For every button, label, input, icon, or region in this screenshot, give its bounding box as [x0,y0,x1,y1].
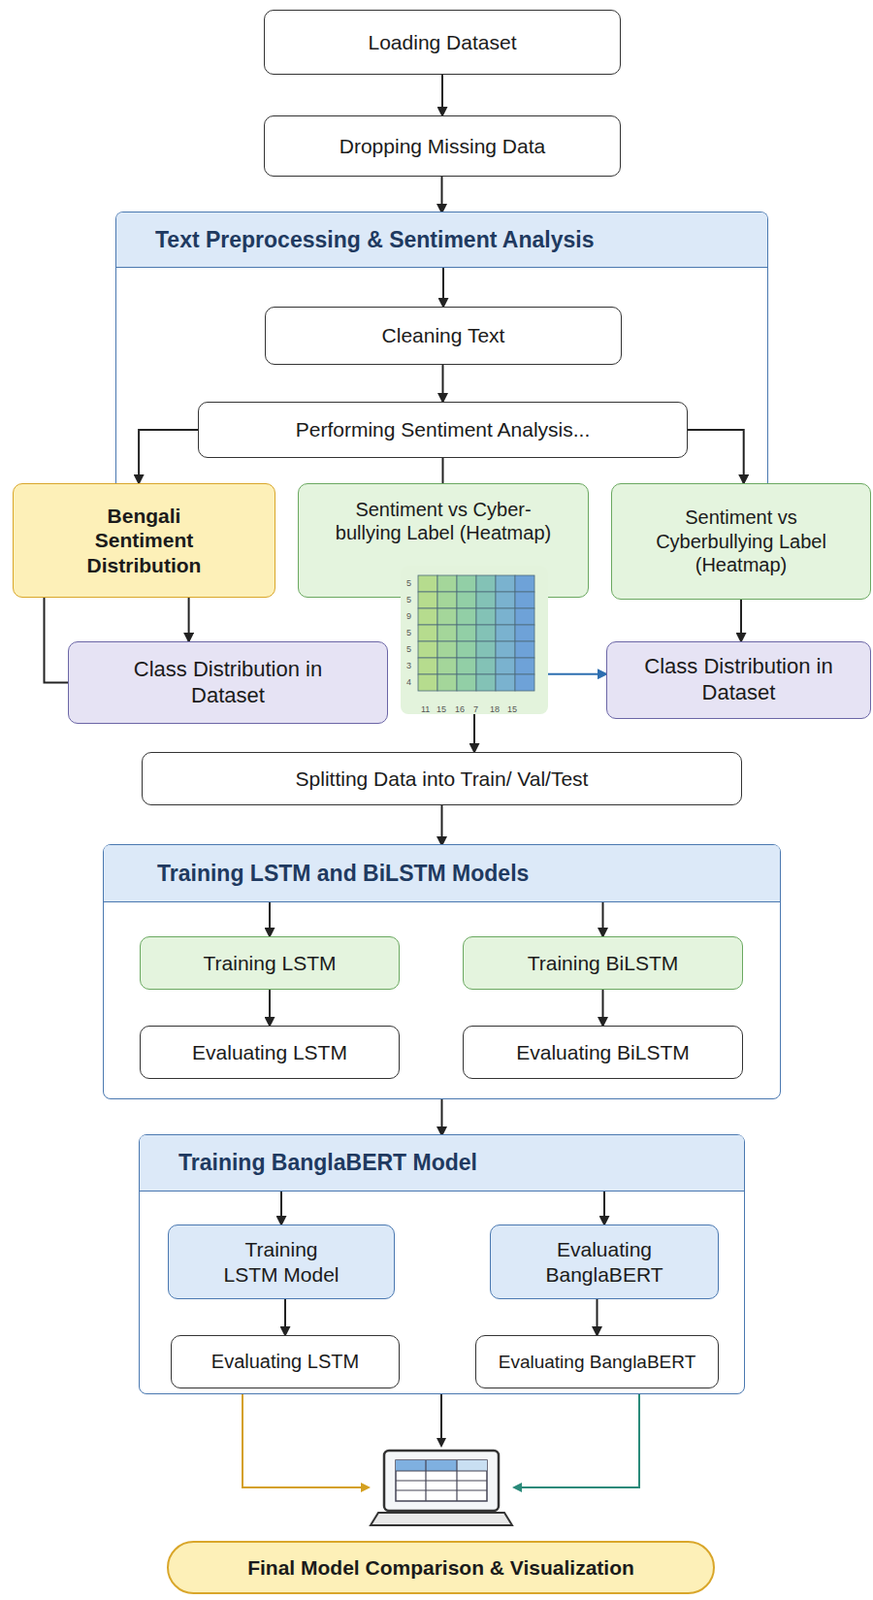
node-label: Sentiment vs Cyberbullying Label (Heatma… [625,505,857,577]
flow-arrow [441,805,444,845]
flow-arrow [44,597,69,683]
band-header: Training LSTM and BiLSTM Models [103,844,780,903]
flow-arrow [442,364,445,402]
flow-arrow [442,267,445,307]
axis-tick: 9 [406,612,412,621]
flow-arrow [473,713,476,752]
node-label: Performing Sentiment Analysis... [295,417,590,443]
band-title: Text Preprocessing & Sentiment Analysis [155,226,594,254]
axis-tick: 5 [406,628,412,638]
heatmap-grid [400,565,549,714]
node-label: Training LSTM [203,950,337,976]
node-label: Evaluating LSTM [211,1349,359,1373]
node-label: Class Distribution in Dataset [127,656,329,710]
node-label: Splitting Data into Train/ Val/Test [295,766,589,792]
node-label: Class Distribution in Dataset [636,653,841,707]
process-box: Evaluating BanglaBERT [475,1334,719,1389]
node-label: Bengali Sentiment Distribution [57,503,231,579]
stage-band: Training LSTM and BiLSTM ModelsTraining … [102,843,781,1100]
node-label: Dropping Missing Data [339,133,546,160]
axis-tick: 5 [406,645,412,654]
flow-arrow [268,989,271,1026]
axis-tick: 7 [473,705,479,714]
stage-band: Text Preprocessing & Sentiment AnalysisC… [115,211,769,484]
process-box: Evaluating BanglaBERT [489,1224,719,1299]
process-box: Training LSTM Model [167,1224,395,1299]
process-box: Evaluating LSTM [139,1025,400,1079]
flow-arrow [603,1191,606,1225]
axis-tick: 16 [454,705,465,714]
node-label: Training BiLSTM [527,950,679,976]
flow-arrow [441,176,444,213]
flow-arrow [441,74,444,116]
axis-tick: 11 [420,705,430,714]
node-label: Cleaning Text [382,323,506,349]
process-box: Performing Sentiment Analysis... [197,401,688,458]
node-label: Evaluating BiLSTM [516,1039,690,1066]
process-box: Cleaning Text [264,306,622,365]
flow-arrow [687,429,744,484]
node-label: Evaluating LSTM [192,1039,348,1066]
process-box: Dropping Missing Data [263,115,621,177]
chart-box: Bengali Sentiment Distribution [12,483,276,598]
band-title: Training BanglaBERT Model [178,1148,478,1176]
flow-arrow [268,902,271,937]
node-label: Sentiment vs Cyber- bullying Label (Heat… [320,497,567,546]
flow-arrow [280,1191,283,1225]
band-header: Text Preprocessing & Sentiment Analysis [116,212,768,268]
axis-tick: 4 [406,678,412,687]
process-box: Training LSTM [139,936,400,990]
heatmap-figure [400,565,549,714]
node-label: Final Model Comparison & Visualization [247,1554,635,1581]
axis-tick: 18 [489,705,500,714]
flow-arrow [740,599,743,642]
process-box: Splitting Data into Train/ Val/Test [141,751,743,806]
node-label: Evaluating BanglaBERT [498,1350,697,1373]
process-box: Evaluating LSTM [170,1334,400,1389]
process-box: Evaluating BiLSTM [462,1025,744,1079]
axis-tick: 5 [406,579,412,588]
flow-arrow [602,989,605,1026]
process-box: Training BiLSTM [462,936,744,990]
axis-tick: 3 [406,661,412,671]
stage-band: Training BanglaBERT ModelTraining LSTM M… [138,1133,745,1394]
flow-arrow [596,1298,599,1335]
band-title: Training LSTM and BiLSTM Models [157,859,529,887]
band-header: Training BanglaBERT Model [139,1134,744,1192]
chart-box: Class Distribution in Dataset [606,641,872,719]
chart-box: Class Distribution in Dataset [67,641,388,724]
flow-arrow [441,1099,444,1135]
flow-arrow [602,902,605,937]
axis-tick: 15 [436,705,447,714]
process-box: Loading Dataset [263,9,621,75]
heatmap-box: Sentiment vs Cyberbullying Label (Heatma… [611,483,872,600]
axis-tick: 15 [507,705,518,714]
flow-arrow [284,1298,287,1335]
node-label: Evaluating BanglaBERT [529,1236,679,1287]
node-label: Loading Dataset [368,30,518,56]
axis-tick: 5 [406,595,412,605]
flow-arrow [442,457,445,484]
flow-arrow [548,673,607,676]
node-label: Training LSTM Model [217,1236,346,1287]
result-pill: Final Model Comparison & Visualization [166,1540,715,1594]
flow-arrow [188,597,191,642]
flow-arrow [138,429,198,484]
